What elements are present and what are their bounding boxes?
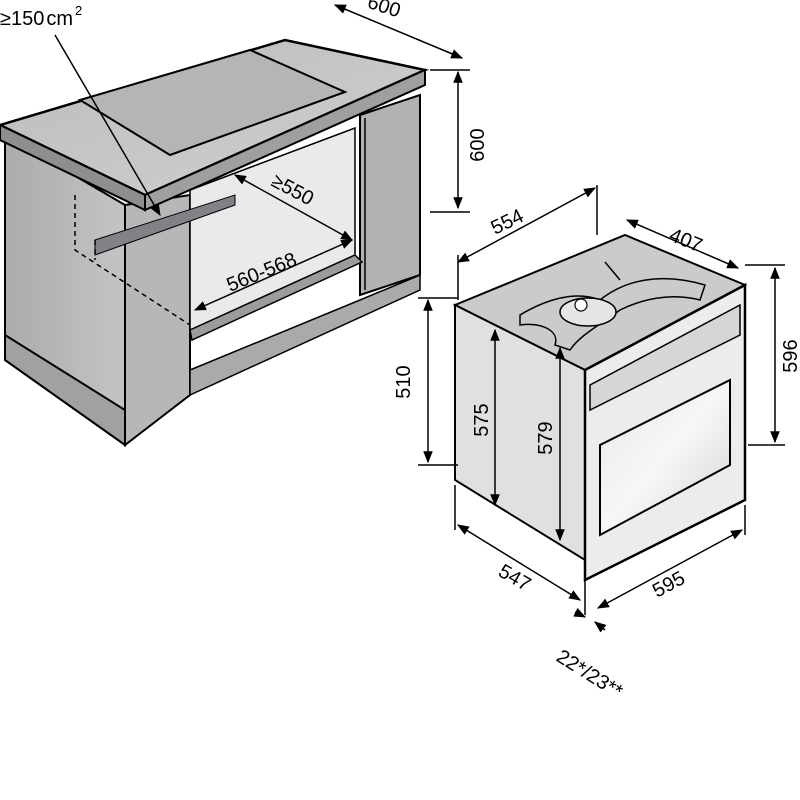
oven-side-height-label: 510	[393, 365, 415, 398]
fascia-depth-label: 22*/23**	[552, 646, 626, 704]
cabinet-base-front	[189, 273, 421, 397]
cabinet-base	[4, 333, 126, 447]
cabinet-height-label: 600	[467, 128, 489, 161]
worktop-edge-front	[144, 68, 426, 212]
oven-width-label: 595	[649, 567, 689, 602]
oven-unit	[452, 233, 748, 583]
oven-front-height-label: 579	[535, 421, 557, 454]
oven-total-height-label: 596	[780, 339, 800, 372]
oven-body-depth-label: 547	[495, 560, 535, 596]
fan-cover	[559, 297, 617, 327]
oven-depth-top-label: 554	[488, 205, 528, 239]
kitchen-cabinet	[0, 38, 430, 448]
oven-window	[599, 378, 731, 537]
oven-top-width-label: 407	[666, 224, 705, 257]
oven-body-height-label: 575	[471, 403, 493, 436]
dimension-lines	[54, 4, 785, 633]
oven-control-panel	[589, 303, 741, 412]
hob	[77, 48, 348, 157]
cabinet-right-column	[359, 93, 421, 297]
